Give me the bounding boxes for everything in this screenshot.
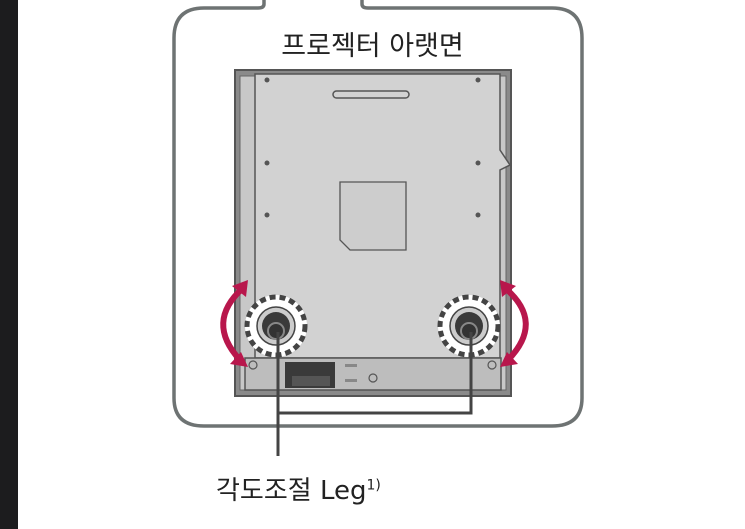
diagram-title: 프로젝터 아랫면 <box>281 31 464 62</box>
callout-frame <box>172 0 584 428</box>
leg-label: 각도조절 Leg1) <box>216 476 381 506</box>
left-leg <box>244 294 308 358</box>
leader-lines <box>276 332 473 456</box>
rotate-arrow-left <box>220 285 246 363</box>
footnote-marker: 1) <box>366 477 381 494</box>
vent-slot <box>332 90 410 99</box>
switch <box>285 362 357 388</box>
center-panel <box>339 181 407 251</box>
rotate-arrow-right <box>503 285 529 363</box>
left-dark-strip <box>0 0 18 529</box>
right-leg <box>437 294 501 358</box>
